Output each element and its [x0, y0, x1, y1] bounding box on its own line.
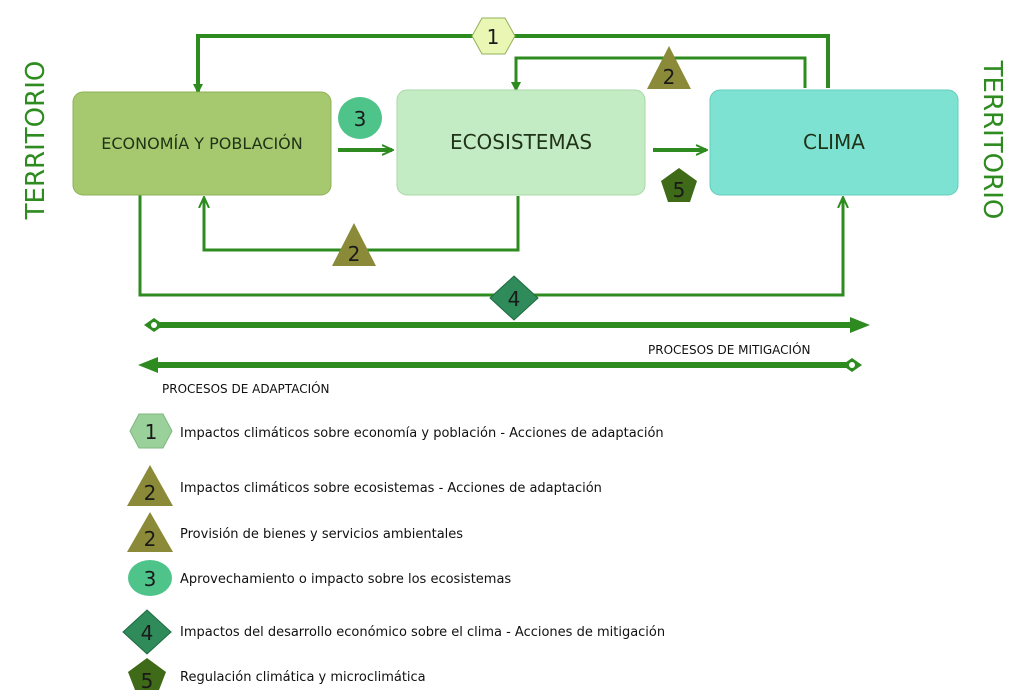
legend-2a-number: 2 [144, 481, 157, 505]
legend-3-number: 3 [144, 567, 157, 591]
badge-1-number: 1 [487, 25, 500, 49]
adaptation-label: PROCESOS DE ADAPTACIÓN [162, 381, 330, 396]
mitigation-arrow [144, 317, 870, 333]
legend-2a-triangle-icon [127, 465, 173, 506]
legend-5-number: 5 [141, 669, 154, 690]
box-clima: CLIMA [709, 89, 959, 196]
legend-item-4: 4 Impactos del desarrollo económico sobr… [122, 609, 665, 655]
legend-4-diamond-icon [122, 609, 172, 655]
box-clima-label: CLIMA [803, 130, 865, 154]
legend-2a-text: Impactos climáticos sobre ecosistemas - … [180, 481, 602, 496]
territorio-left-label: TERRITORIO [21, 61, 51, 221]
legend: 1 Impactos climáticos sobre economía y p… [122, 413, 665, 690]
box-economia: ECONOMÍA Y POBLACIÓN [72, 91, 332, 196]
legend-item-2a: 2 Impactos climáticos sobre ecosistemas … [127, 465, 602, 506]
legend-5-pentagon-icon [128, 658, 166, 690]
badge-5-pentagon: 5 [661, 168, 697, 202]
badge-4-number: 4 [508, 287, 521, 311]
legend-item-1: 1 Impactos climáticos sobre economía y p… [129, 413, 664, 449]
legend-3-text: Aprovechamiento o impacto sobre los ecos… [180, 572, 511, 587]
legend-1-hexagon-icon [129, 413, 173, 449]
territorio-right-label: TERRITORIO [977, 60, 1007, 220]
legend-item-5: 5 Regulación climática y microclimática [128, 658, 426, 690]
legend-4-number: 4 [141, 621, 154, 645]
adaptation-arrow [138, 357, 862, 373]
box-ecosistemas-label: ECOSISTEMAS [450, 130, 592, 154]
legend-item-2b: 2 Provisión de bienes y servicios ambien… [127, 512, 463, 552]
legend-2b-triangle-icon [127, 512, 173, 552]
badge-5-number: 5 [673, 178, 686, 202]
badge-2-top-triangle: 2 [647, 46, 691, 89]
arrow-2-clima-to-ecosistemas [511, 56, 807, 92]
badge-3-number: 3 [354, 107, 367, 131]
legend-2b-number: 2 [144, 527, 157, 551]
box-ecosistemas: ECOSISTEMAS [396, 89, 646, 196]
legend-5-text: Regulación climática y microclimática [180, 670, 426, 685]
badge-3-ellipse: 3 [338, 97, 382, 139]
legend-3-ellipse-icon [128, 560, 172, 596]
badge-2-bottom-number: 2 [348, 242, 361, 266]
badge-1-hexagon: 1 [471, 17, 516, 55]
badge-4-diamond: 4 [489, 275, 539, 321]
legend-item-3: 3 Aprovechamiento o impacto sobre los ec… [128, 560, 511, 596]
arrow-1-clima-to-economia [193, 34, 830, 94]
box-economia-label: ECONOMÍA Y POBLACIÓN [101, 134, 302, 153]
arrow-4-economia-to-clima [138, 194, 843, 297]
legend-1-number: 1 [145, 420, 158, 444]
badge-2-top-number: 2 [663, 65, 676, 89]
legend-2b-text: Provisión de bienes y servicios ambienta… [180, 527, 463, 542]
legend-1-text: Impactos climáticos sobre economía y pob… [180, 426, 664, 441]
mitigation-label: PROCESOS DE MITIGACIÓN [648, 342, 811, 357]
badge-2-bottom-triangle: 2 [332, 223, 376, 266]
legend-4-text: Impactos del desarrollo económico sobre … [180, 625, 665, 640]
